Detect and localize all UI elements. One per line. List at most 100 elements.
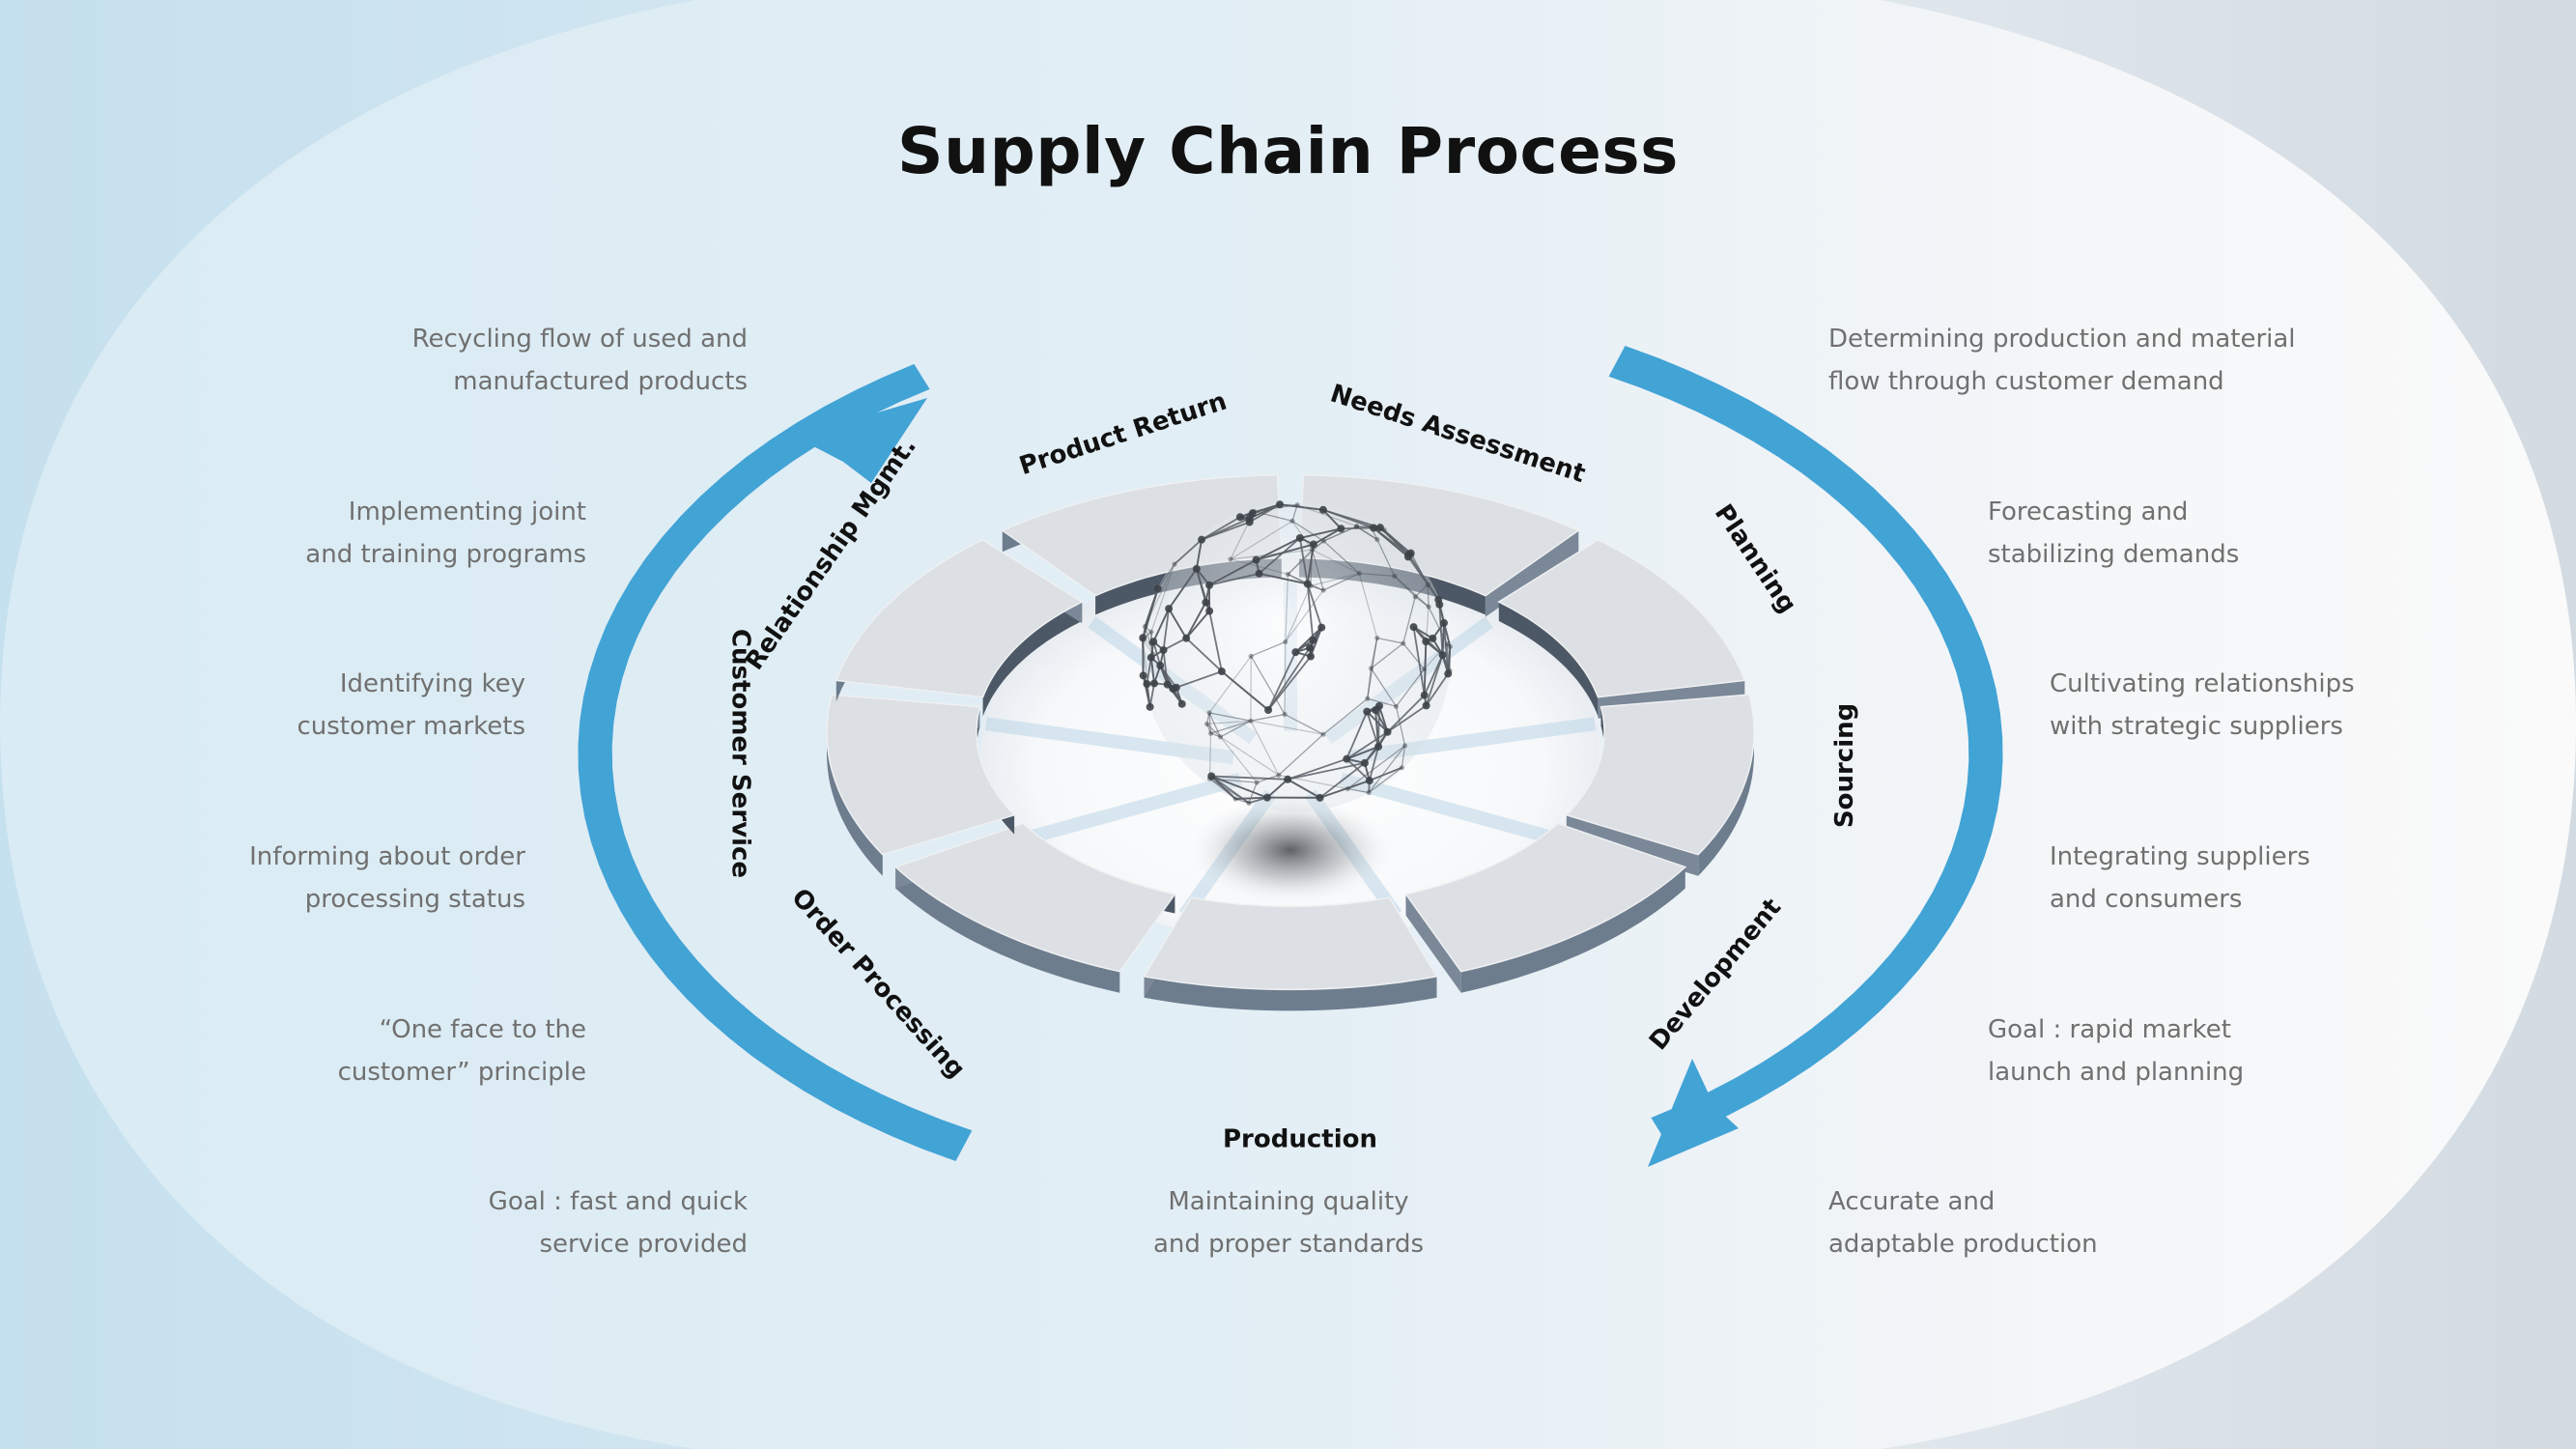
globe-edge [1185,602,1207,639]
globe-edge [1386,695,1426,733]
globe-edge [1322,697,1369,735]
globe-node [1401,640,1406,646]
segment-top [1143,896,1438,991]
globe-edge [1266,779,1288,799]
page-title: Supply Chain Process [897,114,1679,188]
globe-node [1276,772,1282,778]
globe-edge [1209,778,1250,804]
globe-edge [1394,575,1430,608]
globe-edge [1209,778,1236,800]
globe-edge [1157,563,1175,589]
globe-node [1255,569,1263,578]
globe-edge [1367,668,1373,699]
globe-node [1374,701,1383,710]
globe-edge [1287,757,1347,781]
globe-node [1146,702,1154,711]
globe-edge [1150,563,1175,633]
globe-edge [1402,596,1416,644]
globe-node [1365,696,1371,701]
globe-edge [1287,779,1321,799]
globe-edge [1235,796,1268,800]
globe-edge [1257,774,1280,783]
globe-node [1365,777,1373,785]
globe-edge [1412,626,1426,696]
globe-edge [1368,767,1402,793]
wheel-segment [826,694,1016,876]
globe-edge [1383,529,1412,554]
wheel-segment [1143,896,1438,1011]
globe-edge [1298,537,1309,584]
globe-node [1285,571,1291,578]
globe-node [1439,618,1448,627]
globe-edge [1366,711,1379,748]
globe-edge [1347,788,1370,794]
cycle-arrows [578,346,2003,1167]
globe-edge [1168,568,1198,610]
globe-edge [1291,504,1298,522]
globe-node [1356,570,1362,577]
globe-edge [1322,573,1360,591]
globe-edge [1206,723,1221,738]
globe-edge [1163,637,1187,651]
globe-node [1399,765,1404,771]
segment-outer-side [895,867,1120,993]
globe-edge [1145,626,1152,633]
globe-edge [1425,672,1449,706]
globe-edge [1371,642,1404,669]
globe-node [1156,662,1165,670]
wheel-segment [1404,822,1687,993]
globe-edge [1369,766,1402,781]
wheel-spoke [1021,772,1242,846]
globe-node [1207,730,1214,736]
globe-edge [1402,642,1425,670]
globe-edge [1423,641,1428,696]
globe-edge [1250,720,1280,776]
segment-label: Product Return [1016,386,1231,481]
globe-edge [1427,584,1430,608]
globe-edge [1345,731,1389,760]
globe-edge [1168,608,1187,639]
globe-node [1447,668,1453,674]
globe-edge [1258,537,1301,575]
segment-inner-side [982,602,1083,717]
globe-edge [1377,705,1380,747]
globe-node [1383,727,1392,736]
globe-edge [1310,572,1360,587]
globe-edge [1144,588,1159,627]
globe-edge [1152,608,1170,642]
process-wheel [826,473,1755,1011]
globe-edge [1311,549,1324,591]
globe-node [1337,525,1345,533]
globe-edge [1250,655,1286,715]
globe-edge [1447,646,1452,674]
globe-edge [1299,527,1342,539]
globe-node [1363,707,1372,716]
globe-edge [1250,713,1286,722]
globe-edge [1322,540,1360,574]
globe-node [1375,524,1384,532]
globe-node [1320,731,1326,737]
globe-node [1252,555,1260,564]
globe-edge [1195,539,1203,570]
globe-edge [1387,704,1428,733]
segment-top [1497,538,1746,698]
globe-node [1444,669,1453,678]
globe-edge [1402,642,1425,670]
globe-node [1289,518,1295,524]
globe-edge [1395,668,1425,707]
globe-node [1420,691,1429,699]
segment-label: Development [1644,894,1787,1057]
globe-edge [1414,596,1430,608]
globe-edge [1322,573,1360,591]
globe-node [1320,538,1326,544]
globe-edge [1322,508,1381,529]
globe-edge [1395,706,1406,747]
globe-edge [1371,668,1397,707]
segment-end-cap [1405,894,1461,993]
globe-edge [1256,543,1315,561]
